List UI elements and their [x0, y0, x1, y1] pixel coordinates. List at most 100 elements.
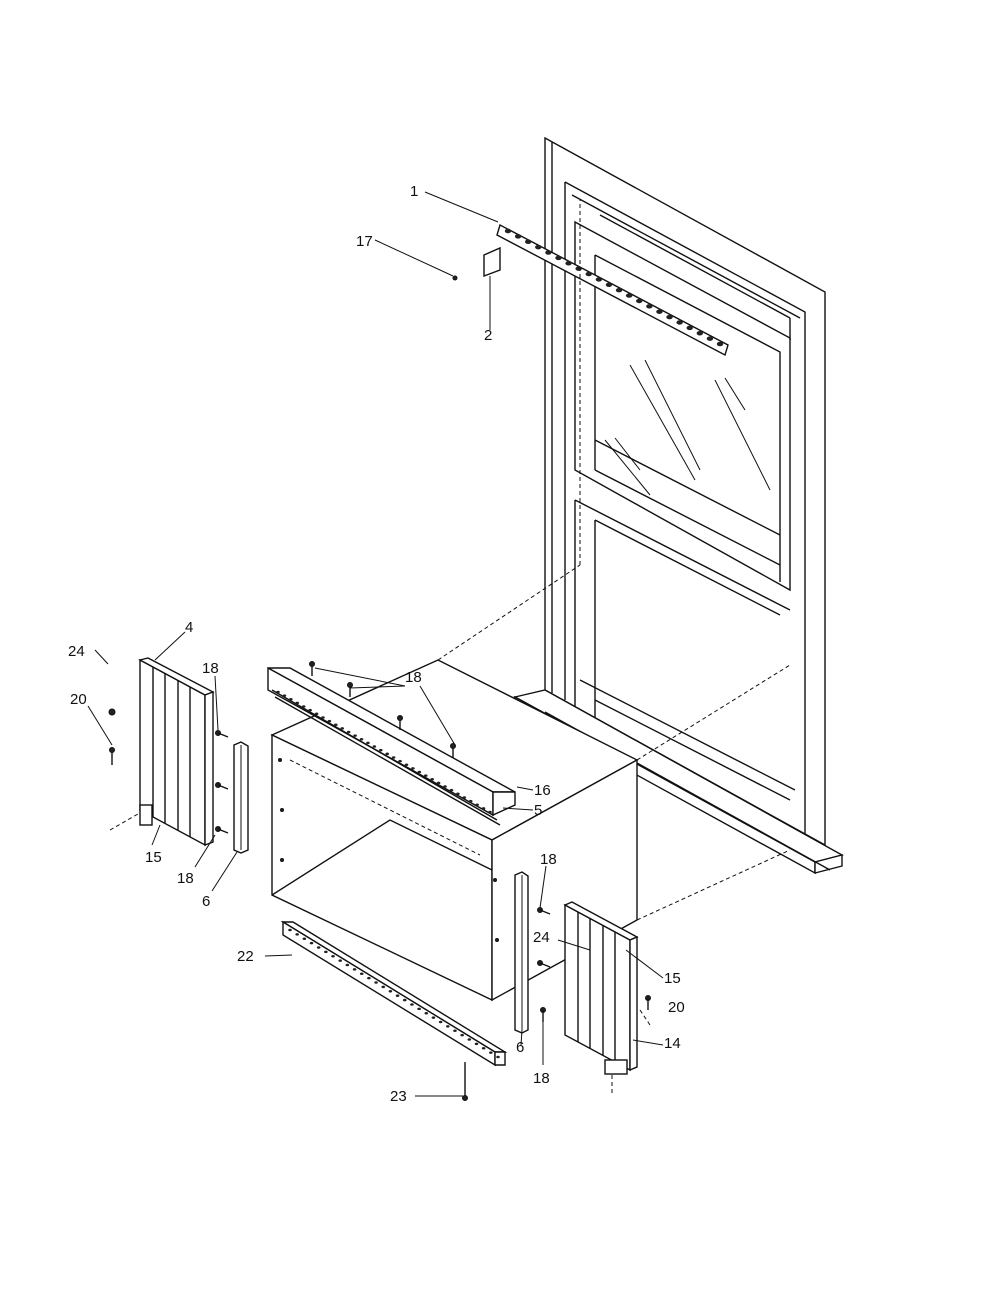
strip-hole	[424, 1011, 429, 1015]
strip-hole	[489, 1051, 493, 1054]
strip-hole	[431, 1016, 436, 1019]
callout-18-left-top: 18	[202, 660, 219, 677]
strip-hole	[417, 770, 422, 774]
callout-24-left: 24	[68, 643, 85, 660]
strip-hole	[417, 1007, 421, 1011]
strip-hole	[462, 796, 467, 799]
callout-22: 22	[237, 948, 254, 965]
strip-hole	[388, 990, 393, 993]
left-screws	[108, 708, 229, 834]
strip-hole	[324, 950, 328, 954]
strip-hole	[456, 792, 460, 796]
callout-20-left: 20	[70, 691, 87, 708]
strip-hole	[468, 799, 473, 803]
left-side-panel	[138, 657, 215, 847]
strip-hole	[449, 788, 454, 792]
strip-hole	[302, 937, 307, 941]
strip-hole	[676, 320, 683, 325]
strip-hole	[481, 1046, 486, 1050]
strip-hole	[391, 756, 396, 759]
strip-hole	[321, 716, 325, 719]
strip-hole	[295, 701, 300, 705]
strip-hole	[605, 282, 613, 288]
strip-hole	[385, 752, 390, 756]
strip-hole	[565, 261, 572, 266]
callout-15-right: 15	[664, 970, 681, 987]
strip-hole	[359, 972, 364, 976]
top-rail	[267, 666, 516, 826]
callout-17: 17	[356, 233, 373, 250]
strip-hole	[460, 1033, 464, 1037]
callout-18-left-bottom: 18	[177, 870, 194, 887]
strip-hole	[308, 708, 312, 712]
strip-hole	[656, 309, 663, 314]
callout-18-rail: 18	[405, 669, 422, 686]
strip-hole	[467, 1038, 472, 1041]
right-side-strip	[514, 871, 529, 1034]
strip-hole	[585, 271, 592, 277]
strip-hole	[445, 1025, 450, 1028]
strip-hole	[398, 759, 402, 763]
strip-hole	[666, 314, 673, 320]
right-screws	[462, 907, 651, 1101]
strip-hole	[359, 738, 364, 741]
strip-hole	[443, 785, 447, 788]
strip-hole	[395, 994, 400, 997]
strip-hole	[402, 998, 407, 1002]
strip-hole	[411, 767, 415, 770]
strip-hole	[366, 741, 370, 745]
strip-hole	[288, 928, 292, 932]
strip-hole	[316, 946, 321, 949]
callout-20-right: 20	[668, 999, 685, 1016]
strip-hole	[438, 1020, 443, 1024]
strip-hole	[282, 694, 287, 697]
strip-hole	[555, 255, 562, 261]
strip-hole	[423, 774, 428, 777]
callout-6-left: 6	[202, 893, 210, 910]
strip-hole	[367, 976, 371, 980]
callout-labels: 1 17 2 24 4 20 18 18 16 5 15 18 6 18 24 …	[68, 183, 685, 1105]
strip-hole	[535, 244, 542, 250]
callout-24-right: 24	[533, 929, 550, 946]
callout-6-right: 6	[516, 1039, 524, 1056]
callout-14: 14	[664, 1035, 681, 1052]
strip-hole	[496, 1055, 500, 1059]
strip-hole	[334, 723, 338, 726]
bottom-rail	[280, 920, 508, 1100]
strip-hole	[374, 981, 378, 984]
leader-lines	[87, 191, 664, 1097]
strip-hole	[276, 690, 280, 694]
strip-hole	[706, 336, 714, 341]
strip-hole	[338, 959, 343, 962]
callout-18-right-bottom: 18	[533, 1070, 550, 1087]
strip-hole	[430, 778, 434, 781]
callout-16: 16	[534, 782, 551, 799]
strip-hole	[289, 698, 293, 701]
strip-hole	[636, 298, 643, 304]
top-seal-strip	[496, 223, 729, 357]
strip-hole	[372, 745, 377, 748]
strip-hole	[301, 705, 306, 708]
strip-hole	[353, 734, 357, 737]
strip-hole	[545, 250, 552, 255]
strip-hole	[615, 287, 623, 293]
strip-hole	[346, 730, 351, 734]
strip-hole	[404, 763, 409, 766]
strip-hole	[381, 985, 386, 989]
strip-hole	[340, 727, 345, 730]
strip-hole	[378, 748, 383, 752]
strip-hole	[474, 1042, 479, 1046]
strip-hole	[488, 810, 492, 814]
window-frame	[544, 136, 826, 847]
strip-hole	[295, 933, 299, 936]
strip-hole	[716, 341, 724, 347]
strip-hole	[410, 1003, 414, 1006]
left-side-strip	[233, 741, 249, 854]
right-side-panel	[563, 901, 639, 1075]
strip-hole	[475, 803, 479, 806]
strip-hole	[309, 941, 314, 945]
strip-hole	[345, 963, 350, 967]
strip-hole	[625, 293, 633, 298]
strip-hole	[686, 325, 693, 331]
strip-hole	[331, 955, 335, 958]
